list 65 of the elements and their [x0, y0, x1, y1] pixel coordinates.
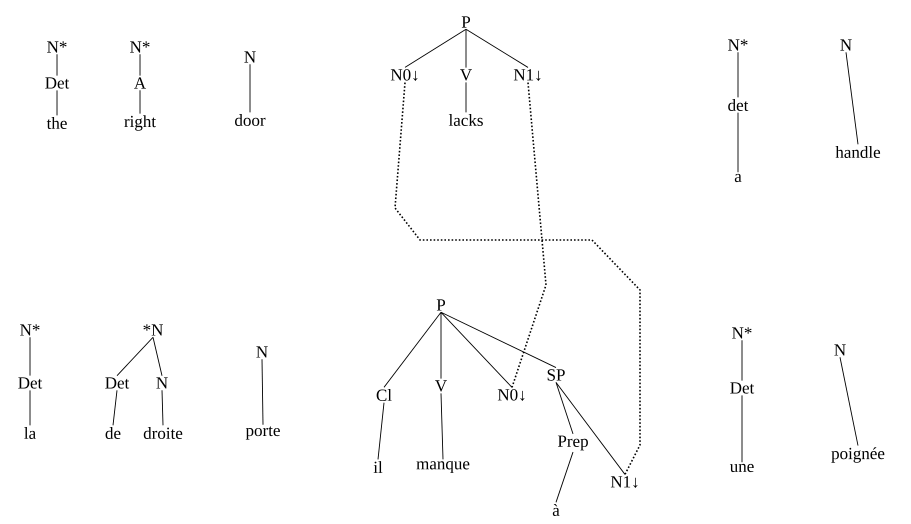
- tree-label: à: [552, 504, 560, 516]
- tree-label: Det: [730, 382, 754, 394]
- tree-label: *N: [143, 324, 163, 336]
- tree-label: N: [840, 39, 852, 51]
- link-line: [394, 82, 641, 475]
- tree-label: V: [460, 69, 472, 81]
- link-line: [511, 82, 547, 388]
- tree-branch: [404, 28, 466, 68]
- tree-branch: [556, 382, 574, 434]
- tree-branch: [440, 312, 512, 388]
- tree-branch: [112, 390, 118, 426]
- tree-label: N*: [728, 39, 748, 51]
- tree-label: N*: [130, 41, 150, 53]
- tree-label: N1↓: [610, 476, 638, 488]
- tree-label: N1↓: [514, 69, 540, 81]
- tree-label: N*: [47, 41, 67, 53]
- tree-label: une: [730, 464, 754, 472]
- tree-label: P: [462, 16, 470, 28]
- tree-label: a: [734, 174, 742, 182]
- tree-label: N*: [20, 324, 40, 336]
- tree-label: SP: [548, 369, 565, 381]
- tree-branch: [56, 54, 58, 76]
- tree-label: the: [46, 117, 67, 129]
- tree-label: N: [834, 344, 846, 356]
- tree-branch: [378, 402, 384, 460]
- tree-branch: [384, 312, 442, 388]
- tree-branch: [440, 312, 442, 380]
- tree-label: Prep: [558, 436, 588, 450]
- tree-label: Cl: [376, 389, 392, 401]
- tree-label: V: [435, 380, 447, 392]
- tree-branch: [262, 358, 264, 426]
- tree-label: Det: [45, 77, 70, 89]
- tree-label: door: [235, 114, 266, 126]
- tree-label: lacks: [448, 114, 483, 126]
- tree-branch: [440, 312, 556, 368]
- tree-label: la: [24, 427, 36, 439]
- tree-label: P: [436, 299, 446, 311]
- tree-label: N: [256, 346, 268, 358]
- tree-label: N0↓: [498, 389, 524, 401]
- tree-branch: [846, 52, 858, 145]
- tree-label: Det: [105, 377, 130, 389]
- tree-label: Det: [18, 377, 42, 389]
- tree-branch: [162, 390, 164, 426]
- tree-label: right: [124, 115, 156, 131]
- tree-label: manque: [416, 461, 470, 473]
- tree-branch: [840, 356, 858, 446]
- tree-label: N*: [732, 327, 752, 339]
- tree-label: il: [374, 461, 382, 473]
- tree-branch: [466, 28, 528, 68]
- tree-branch: [556, 382, 626, 475]
- tree-label: handle: [836, 146, 880, 158]
- tree-label: porte: [246, 426, 280, 440]
- tree-branch: [56, 90, 58, 116]
- tree-label: N0↓: [390, 69, 418, 81]
- tree-label: droite: [144, 427, 182, 439]
- tree-label: poignée: [831, 447, 884, 463]
- tree-branch: [116, 336, 154, 376]
- tree-branch: [152, 336, 162, 376]
- tree-label: N: [244, 51, 256, 63]
- tree-branch: [440, 392, 444, 460]
- tree-label: A: [134, 77, 146, 89]
- tree-label: det: [728, 99, 748, 111]
- tree-label: de: [106, 427, 120, 439]
- tree-branch: [556, 452, 574, 503]
- tree-label: N: [156, 377, 168, 389]
